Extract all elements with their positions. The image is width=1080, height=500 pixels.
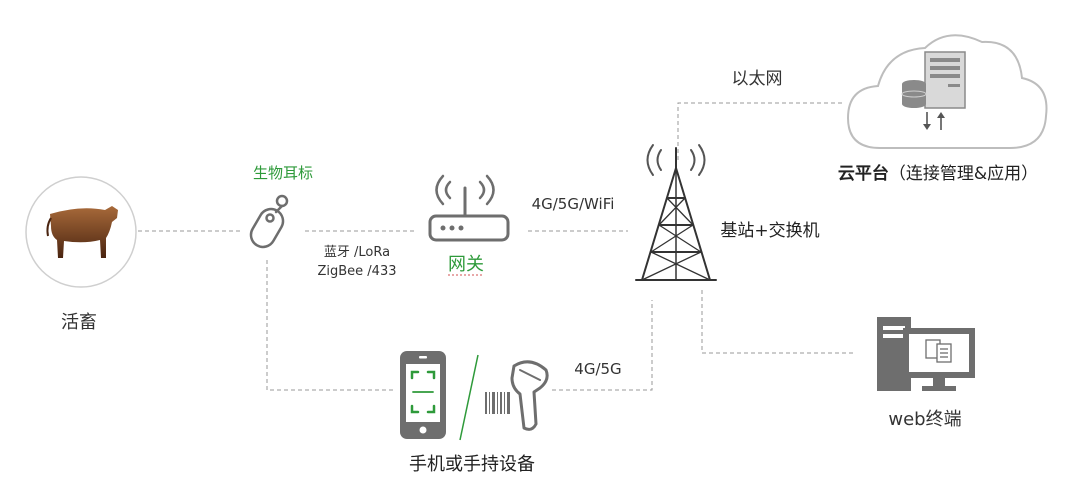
cloud-platform-title: 云平台 bbox=[838, 163, 889, 184]
document-icon bbox=[925, 339, 952, 363]
line-station-cloud bbox=[677, 102, 843, 160]
tag-protocol-line2: ZigBee /433 bbox=[317, 264, 396, 279]
livestock-icon bbox=[25, 176, 137, 288]
barcode-scanner-icon bbox=[510, 360, 549, 431]
device-divider bbox=[459, 354, 479, 441]
cloud-platform-note: （连接管理&应用） bbox=[889, 164, 1038, 184]
line-station-web bbox=[701, 290, 855, 354]
web-terminal-label: web终端 bbox=[888, 409, 961, 430]
server-icon bbox=[924, 51, 966, 109]
base-station-label: 基站+交换机 bbox=[720, 221, 819, 241]
tag-protocol-line1: 蓝牙 /LoRa bbox=[324, 245, 390, 260]
barcode-icon bbox=[485, 392, 510, 414]
gateway-station-link-label: 4G/5G/WiFi bbox=[532, 195, 615, 213]
router-icon bbox=[428, 174, 510, 242]
ear-tag-label: 生物耳标 bbox=[253, 164, 313, 182]
gateway-label: 网关 bbox=[448, 254, 484, 275]
handheld-station-link-label: 4G/5G bbox=[574, 360, 621, 378]
qr-scan-icon bbox=[410, 370, 436, 414]
mobile-phone-icon bbox=[400, 351, 446, 439]
line-handheld-station bbox=[552, 300, 653, 391]
line-tag-handheld bbox=[266, 260, 395, 391]
handheld-label: 手机或手持设备 bbox=[409, 454, 535, 475]
connector-lines bbox=[138, 102, 855, 391]
livestock-label: 活畜 bbox=[61, 312, 97, 333]
ear-tag-icon bbox=[249, 194, 289, 249]
cloud-platform-label: 云平台（连接管理&应用） bbox=[838, 163, 1038, 184]
base-station-tower-icon bbox=[635, 144, 717, 281]
database-icon bbox=[901, 80, 927, 108]
ethernet-label: 以太网 bbox=[732, 69, 783, 89]
sync-arrows-icon bbox=[923, 112, 945, 130]
